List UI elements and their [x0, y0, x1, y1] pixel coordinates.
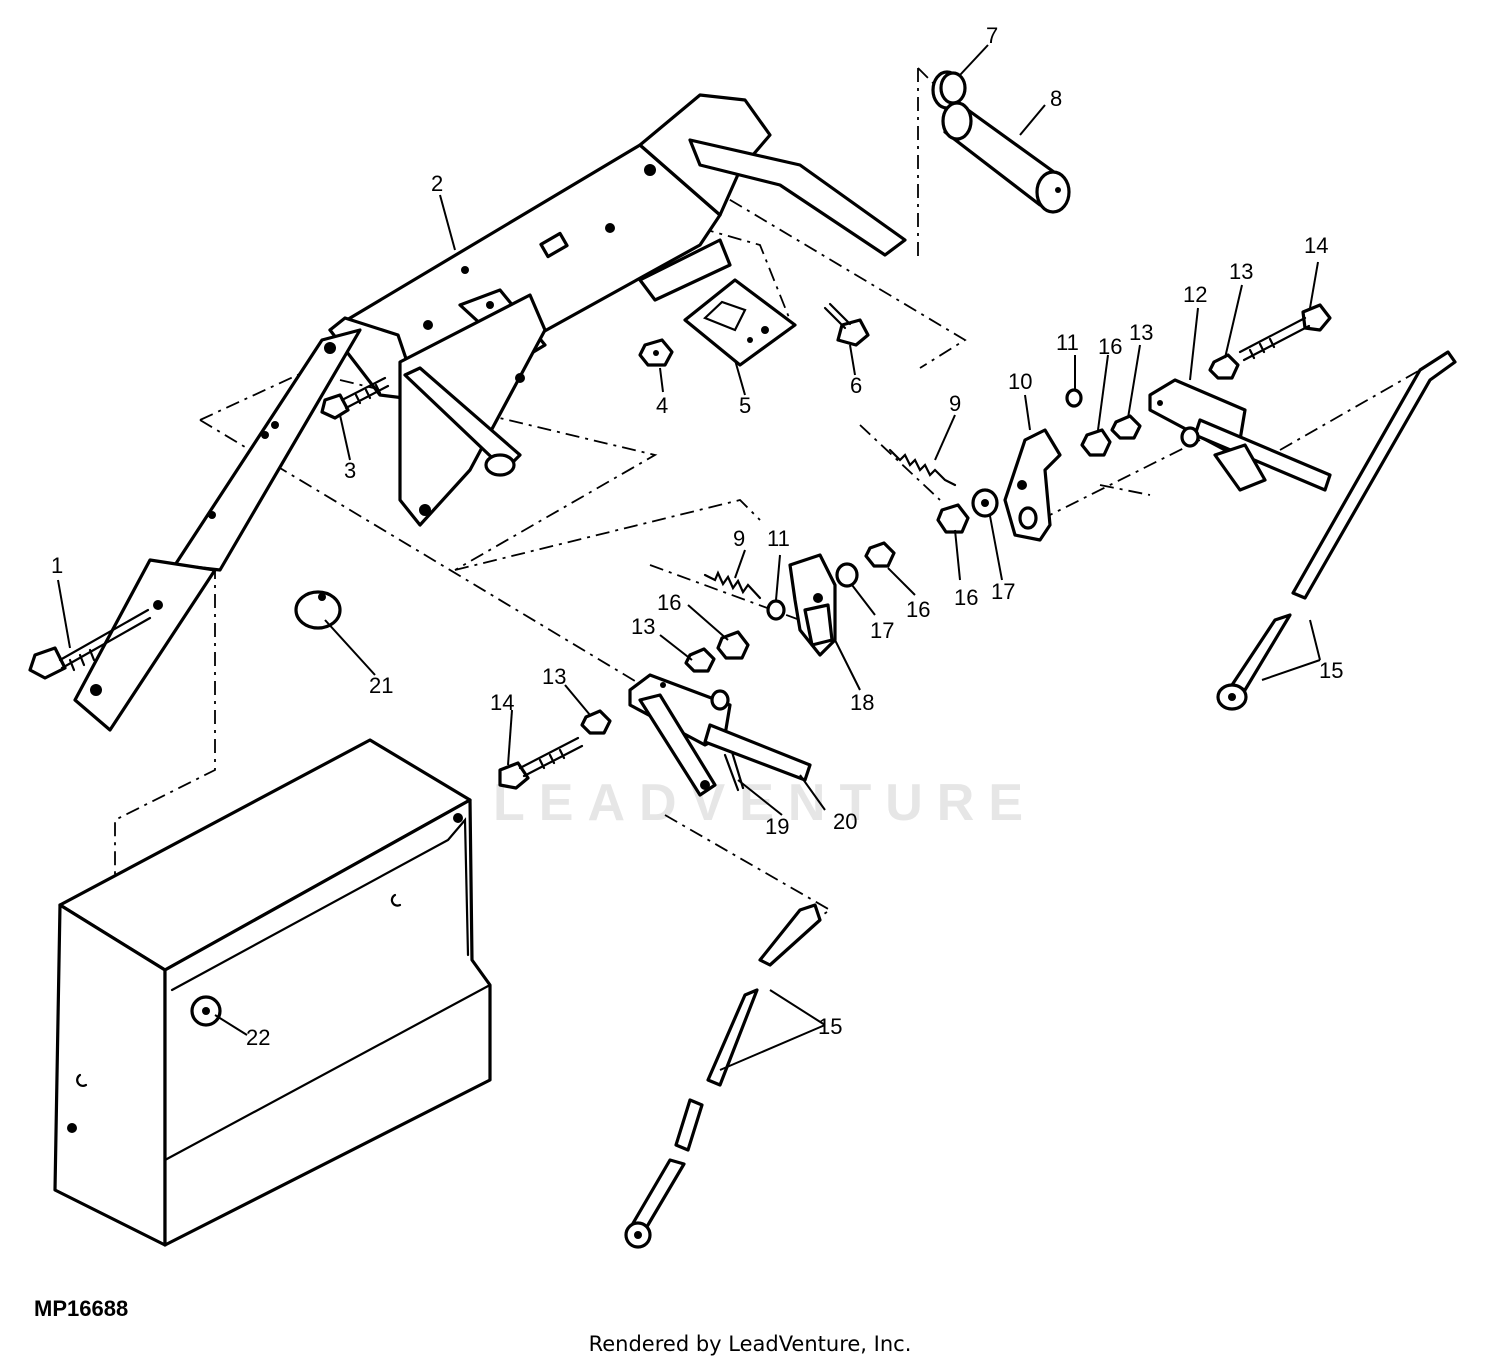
- callout-19: 19: [765, 814, 789, 839]
- callout-15-left: 15: [818, 1014, 842, 1039]
- callout-10: 10: [1008, 369, 1032, 394]
- callout-16-left: 16: [657, 590, 681, 615]
- part-17-washer-right: [971, 488, 999, 518]
- callout-14-left: 14: [490, 690, 514, 715]
- part-9-spring-right: [888, 448, 957, 487]
- callout-9-right: 9: [949, 391, 961, 416]
- callout-6: 6: [850, 373, 862, 398]
- callout-16-mid-right: 16: [954, 585, 978, 610]
- left-lift-arm: [73, 328, 362, 732]
- callout-11-right: 11: [1056, 330, 1079, 355]
- callout-21: 21: [369, 673, 393, 698]
- part-21-cap: [294, 590, 342, 630]
- center-lift-arm: [398, 293, 547, 527]
- part-11-bushing-left: [766, 599, 786, 621]
- callout-4: 4: [656, 393, 668, 418]
- callout-11-left: 11: [767, 526, 790, 551]
- part-18-bellcrank: [788, 553, 837, 657]
- part-8-grip-tube: [941, 101, 1071, 214]
- callout-15-right: 15: [1319, 658, 1343, 683]
- part-5-plate: [683, 278, 797, 367]
- part-15-rod-left: [624, 903, 822, 1249]
- callout-14-right: 14: [1304, 233, 1328, 258]
- figure-code: MP16688: [34, 1296, 129, 1321]
- callout-13-right-a: 13: [1229, 259, 1253, 284]
- watermark-text: LEADVENTURE: [493, 774, 1037, 832]
- part-22-bolt: [190, 995, 222, 1027]
- footer-credit: Rendered by LeadVenture, Inc.: [588, 1332, 912, 1356]
- part-9-spring-left: [703, 570, 762, 600]
- part-16-nut-b: [936, 503, 970, 534]
- part-13-nut-c: [684, 647, 716, 673]
- part-13-nut-b: [1110, 414, 1142, 440]
- part-16-nut-c: [864, 541, 896, 568]
- part-20-shaft: [703, 723, 812, 782]
- callout-17-right: 17: [991, 579, 1015, 604]
- callout-13-left-c: 13: [631, 614, 655, 639]
- callout-12: 12: [1183, 282, 1207, 307]
- callout-9-left: 9: [733, 526, 745, 551]
- left-bracket: [628, 673, 732, 797]
- part-13-nut-a: [1208, 353, 1240, 380]
- callout-13-left-d: 13: [542, 664, 566, 689]
- callout-3: 3: [344, 458, 356, 483]
- part-17-washer-left: [835, 562, 859, 588]
- callout-16-mid: 16: [906, 597, 930, 622]
- weight-box: [53, 738, 492, 1247]
- part-6-bolt: [823, 302, 870, 347]
- part-13-nut-d: [580, 709, 612, 735]
- part-14-bolt-right: [1238, 303, 1332, 362]
- part-4-nut: [638, 338, 674, 367]
- callout-7: 7: [986, 23, 998, 48]
- callout-18: 18: [850, 690, 874, 715]
- part-3-bolt: [320, 376, 390, 420]
- part-12-bracket: [1148, 378, 1332, 492]
- part-16-nut-a: [1080, 428, 1112, 457]
- part-11-bushing-right: [1065, 388, 1083, 408]
- part-10-bellcrank: [1003, 428, 1062, 542]
- part-14-bolt-left: [498, 736, 584, 790]
- callout-labels: 1 2 3 4 5 6 7 8 9 10 11 16 13 12 13 14 1…: [51, 23, 1343, 1050]
- callout-8: 8: [1050, 86, 1062, 111]
- leader-lines: [57, 44, 1321, 1071]
- callout-1: 1: [51, 553, 63, 578]
- callout-16-right: 16: [1098, 334, 1122, 359]
- callout-2: 2: [431, 171, 443, 196]
- part-1-bolt: [28, 608, 152, 680]
- part-15-rod-right: [1216, 350, 1457, 711]
- callout-20: 20: [833, 809, 857, 834]
- callout-17-left: 17: [870, 618, 894, 643]
- callout-5: 5: [739, 393, 751, 418]
- callout-22: 22: [246, 1025, 270, 1050]
- callout-13-right-b: 13: [1129, 320, 1153, 345]
